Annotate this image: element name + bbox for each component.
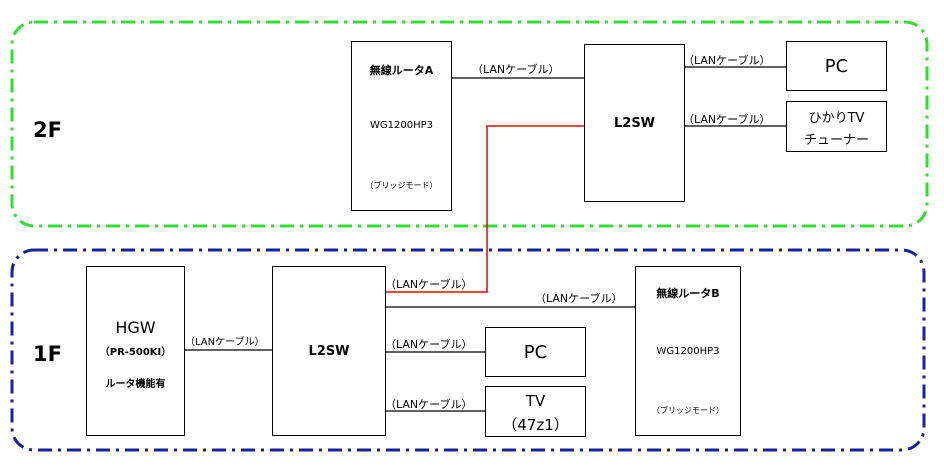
hgw-name: HGW <box>115 318 156 337</box>
pc-2f-name: PC <box>824 56 849 77</box>
l2sw-2f-box: L2SW <box>584 44 685 202</box>
label-l2sw-tuner: （LANケーブル） <box>683 113 771 126</box>
label-hgw-l2sw: （LANケーブル） <box>185 337 265 348</box>
label-l2sw-pc-1f: （LANケーブル） <box>385 338 473 351</box>
tv-1f-line1: TV <box>525 392 546 410</box>
label-router-a-l2sw: （LANケーブル） <box>472 63 560 76</box>
pc-1f-name: PC <box>523 342 548 363</box>
tv-tuner-line2: チューナー <box>803 133 869 148</box>
router-b-box: 無線ルータB WG1200HP3 （ブリッジモード） <box>635 266 741 436</box>
link-uplink-red <box>385 125 585 293</box>
label-uplink: （LANケーブル） <box>385 278 473 291</box>
tv-1f-line2: （47z1） <box>502 416 569 434</box>
pc-1f-box: PC <box>485 327 586 377</box>
router-b-name: 無線ルータB <box>656 287 720 300</box>
router-b-mode: （ブリッジモード） <box>652 406 724 415</box>
label-l2sw-tv: （LANケーブル） <box>385 398 473 411</box>
l2sw-1f-name: L2SW <box>308 344 350 359</box>
label-l2sw-router-b: （LANケーブル） <box>535 292 623 305</box>
hgw-note: ルータ機能有 <box>105 379 166 390</box>
pc-2f-box: PC <box>786 41 887 91</box>
tv-tuner-box: ひかりTV チューナー <box>786 101 887 152</box>
label-l2sw-pc-2f: （LANケーブル） <box>683 54 771 67</box>
tv-1f-box: TV （47z1） <box>485 386 586 437</box>
hgw-box: HGW （PR-500KI） ルータ機能有 <box>86 266 185 436</box>
router-a-mode: （ブリッジモード） <box>365 181 438 190</box>
l2sw-1f-box: L2SW <box>272 266 386 436</box>
router-a-model: WG1200HP3 <box>370 120 433 131</box>
zone-2f-border <box>10 20 929 228</box>
router-a-name: 無線ルータA <box>369 64 434 77</box>
router-a-box: 無線ルータA WG1200HP3 （ブリッジモード） <box>351 41 452 211</box>
floor-label-1f: 1F <box>33 342 62 366</box>
l2sw-2f-name: L2SW <box>613 116 656 131</box>
tv-tuner-line1: ひかりTV <box>808 111 865 126</box>
floor-label-2f: 2F <box>33 118 62 142</box>
hgw-model: （PR-500KI） <box>99 347 172 358</box>
router-b-model: WG1200HP3 <box>656 346 720 357</box>
